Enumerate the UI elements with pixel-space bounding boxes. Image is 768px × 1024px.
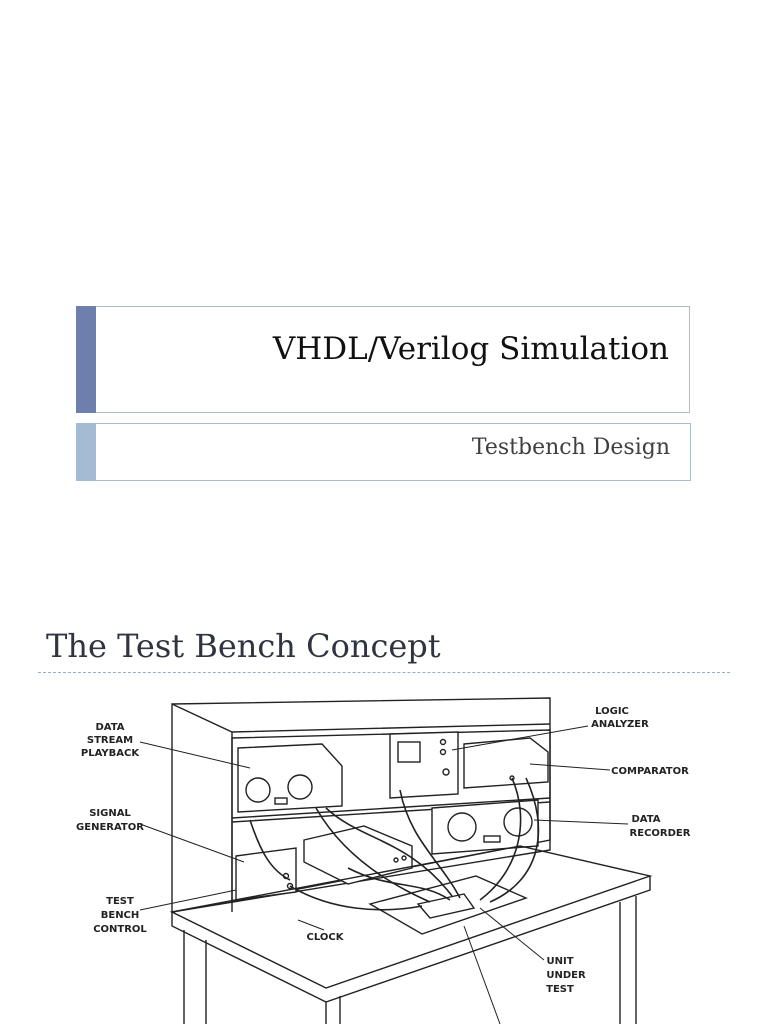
label-unit-under-test-1: UNIT <box>546 956 573 967</box>
data-recorder-unit <box>431 799 539 855</box>
title-accent-bar <box>76 306 96 413</box>
subtitle-accent-bar <box>76 423 96 481</box>
subtitle-placeholder: Testbench Design <box>76 423 691 481</box>
label-signal-generator-2: GENERATOR <box>76 822 144 833</box>
title-divider <box>38 672 730 673</box>
leader-lines <box>139 725 629 1024</box>
slide-subtitle: Testbench Design <box>471 435 670 460</box>
test-bench-illustration: DATA STREAM PLAYBACK SIGNAL GENERATOR TE… <box>60 690 700 1024</box>
label-clock: CLOCK <box>307 932 345 943</box>
label-data-recorder-2: RECORDER <box>630 828 691 839</box>
label-signal-generator-1: SIGNAL <box>89 808 131 819</box>
bench-table <box>169 845 653 1024</box>
label-data-stream-playback-1: DATA <box>95 722 124 733</box>
figure-labels: DATA STREAM PLAYBACK SIGNAL GENERATOR TE… <box>76 706 691 995</box>
concept-title: The Test Bench Concept <box>46 627 441 665</box>
label-data-stream-playback-3: PLAYBACK <box>81 748 140 759</box>
playback-unit <box>237 743 343 813</box>
label-logic-analyzer-1: LOGIC <box>595 706 629 717</box>
control-units <box>235 825 413 901</box>
slide-title: VHDL/Verilog Simulation <box>272 331 669 367</box>
label-unit-under-test-3: TEST <box>546 984 574 995</box>
unit-under-test-board <box>368 875 528 935</box>
cables <box>249 777 540 911</box>
label-data-stream-playback-2: STREAM <box>87 735 133 746</box>
label-data-recorder-1: DATA <box>631 814 660 825</box>
label-test-bench-control-3: CONTROL <box>93 924 147 935</box>
label-test-bench-control-2: BENCH <box>101 910 140 921</box>
label-logic-analyzer-2: ANALYZER <box>591 719 649 730</box>
label-unit-under-test-2: UNDER <box>546 970 586 981</box>
logic-analyzer-unit <box>389 731 459 799</box>
comparator-unit <box>463 737 549 789</box>
label-comparator: COMPARATOR <box>611 766 689 777</box>
label-test-bench-control-1: TEST <box>106 896 134 907</box>
title-placeholder: VHDL/Verilog Simulation <box>76 306 690 413</box>
